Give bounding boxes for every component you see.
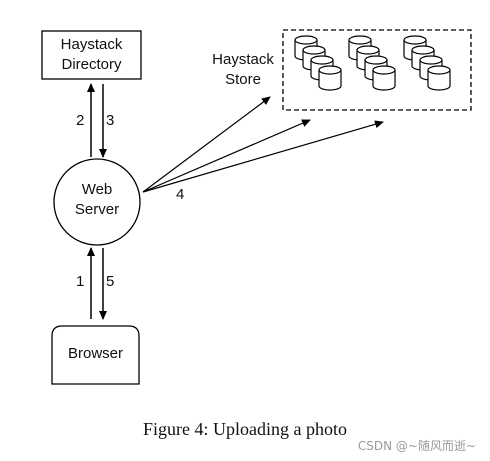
directory-box xyxy=(41,30,142,80)
edge-label-2: 2 xyxy=(76,112,85,129)
store-cylinder xyxy=(318,65,342,91)
watermark: CSDN @~随风而逝~ xyxy=(357,439,476,453)
web-server-label-line1: Web xyxy=(81,181,113,198)
arrow-4a xyxy=(142,96,271,193)
edge-label-1: 1 xyxy=(76,273,85,290)
arrow-4b xyxy=(142,119,311,193)
edge-label-5: 5 xyxy=(106,273,115,290)
edge-label-3: 3 xyxy=(106,112,115,129)
directory-label-line2: Directory xyxy=(61,56,122,73)
store-label-line2: Store xyxy=(225,71,261,88)
store-cylinders xyxy=(294,35,451,91)
directory-label: Haystack Directory xyxy=(42,35,141,75)
web-server-label-line2: Server xyxy=(74,201,120,218)
store-container xyxy=(282,29,472,111)
browser-label: Browser xyxy=(67,345,123,362)
store-label-line1: Haystack xyxy=(212,51,274,68)
store-label: Haystack Store xyxy=(200,50,286,90)
directory-label-line1: Haystack xyxy=(60,36,123,53)
store-cylinder xyxy=(427,65,451,91)
web-server-circle xyxy=(53,158,141,246)
web-server-label: Web Server xyxy=(54,180,140,220)
figure-caption: Figure 4: Uploading a photo xyxy=(143,419,347,439)
store-cylinder xyxy=(372,65,396,91)
arrow-4c xyxy=(142,120,384,193)
browser-box xyxy=(51,325,140,385)
edge-label-4: 4 xyxy=(176,186,185,203)
